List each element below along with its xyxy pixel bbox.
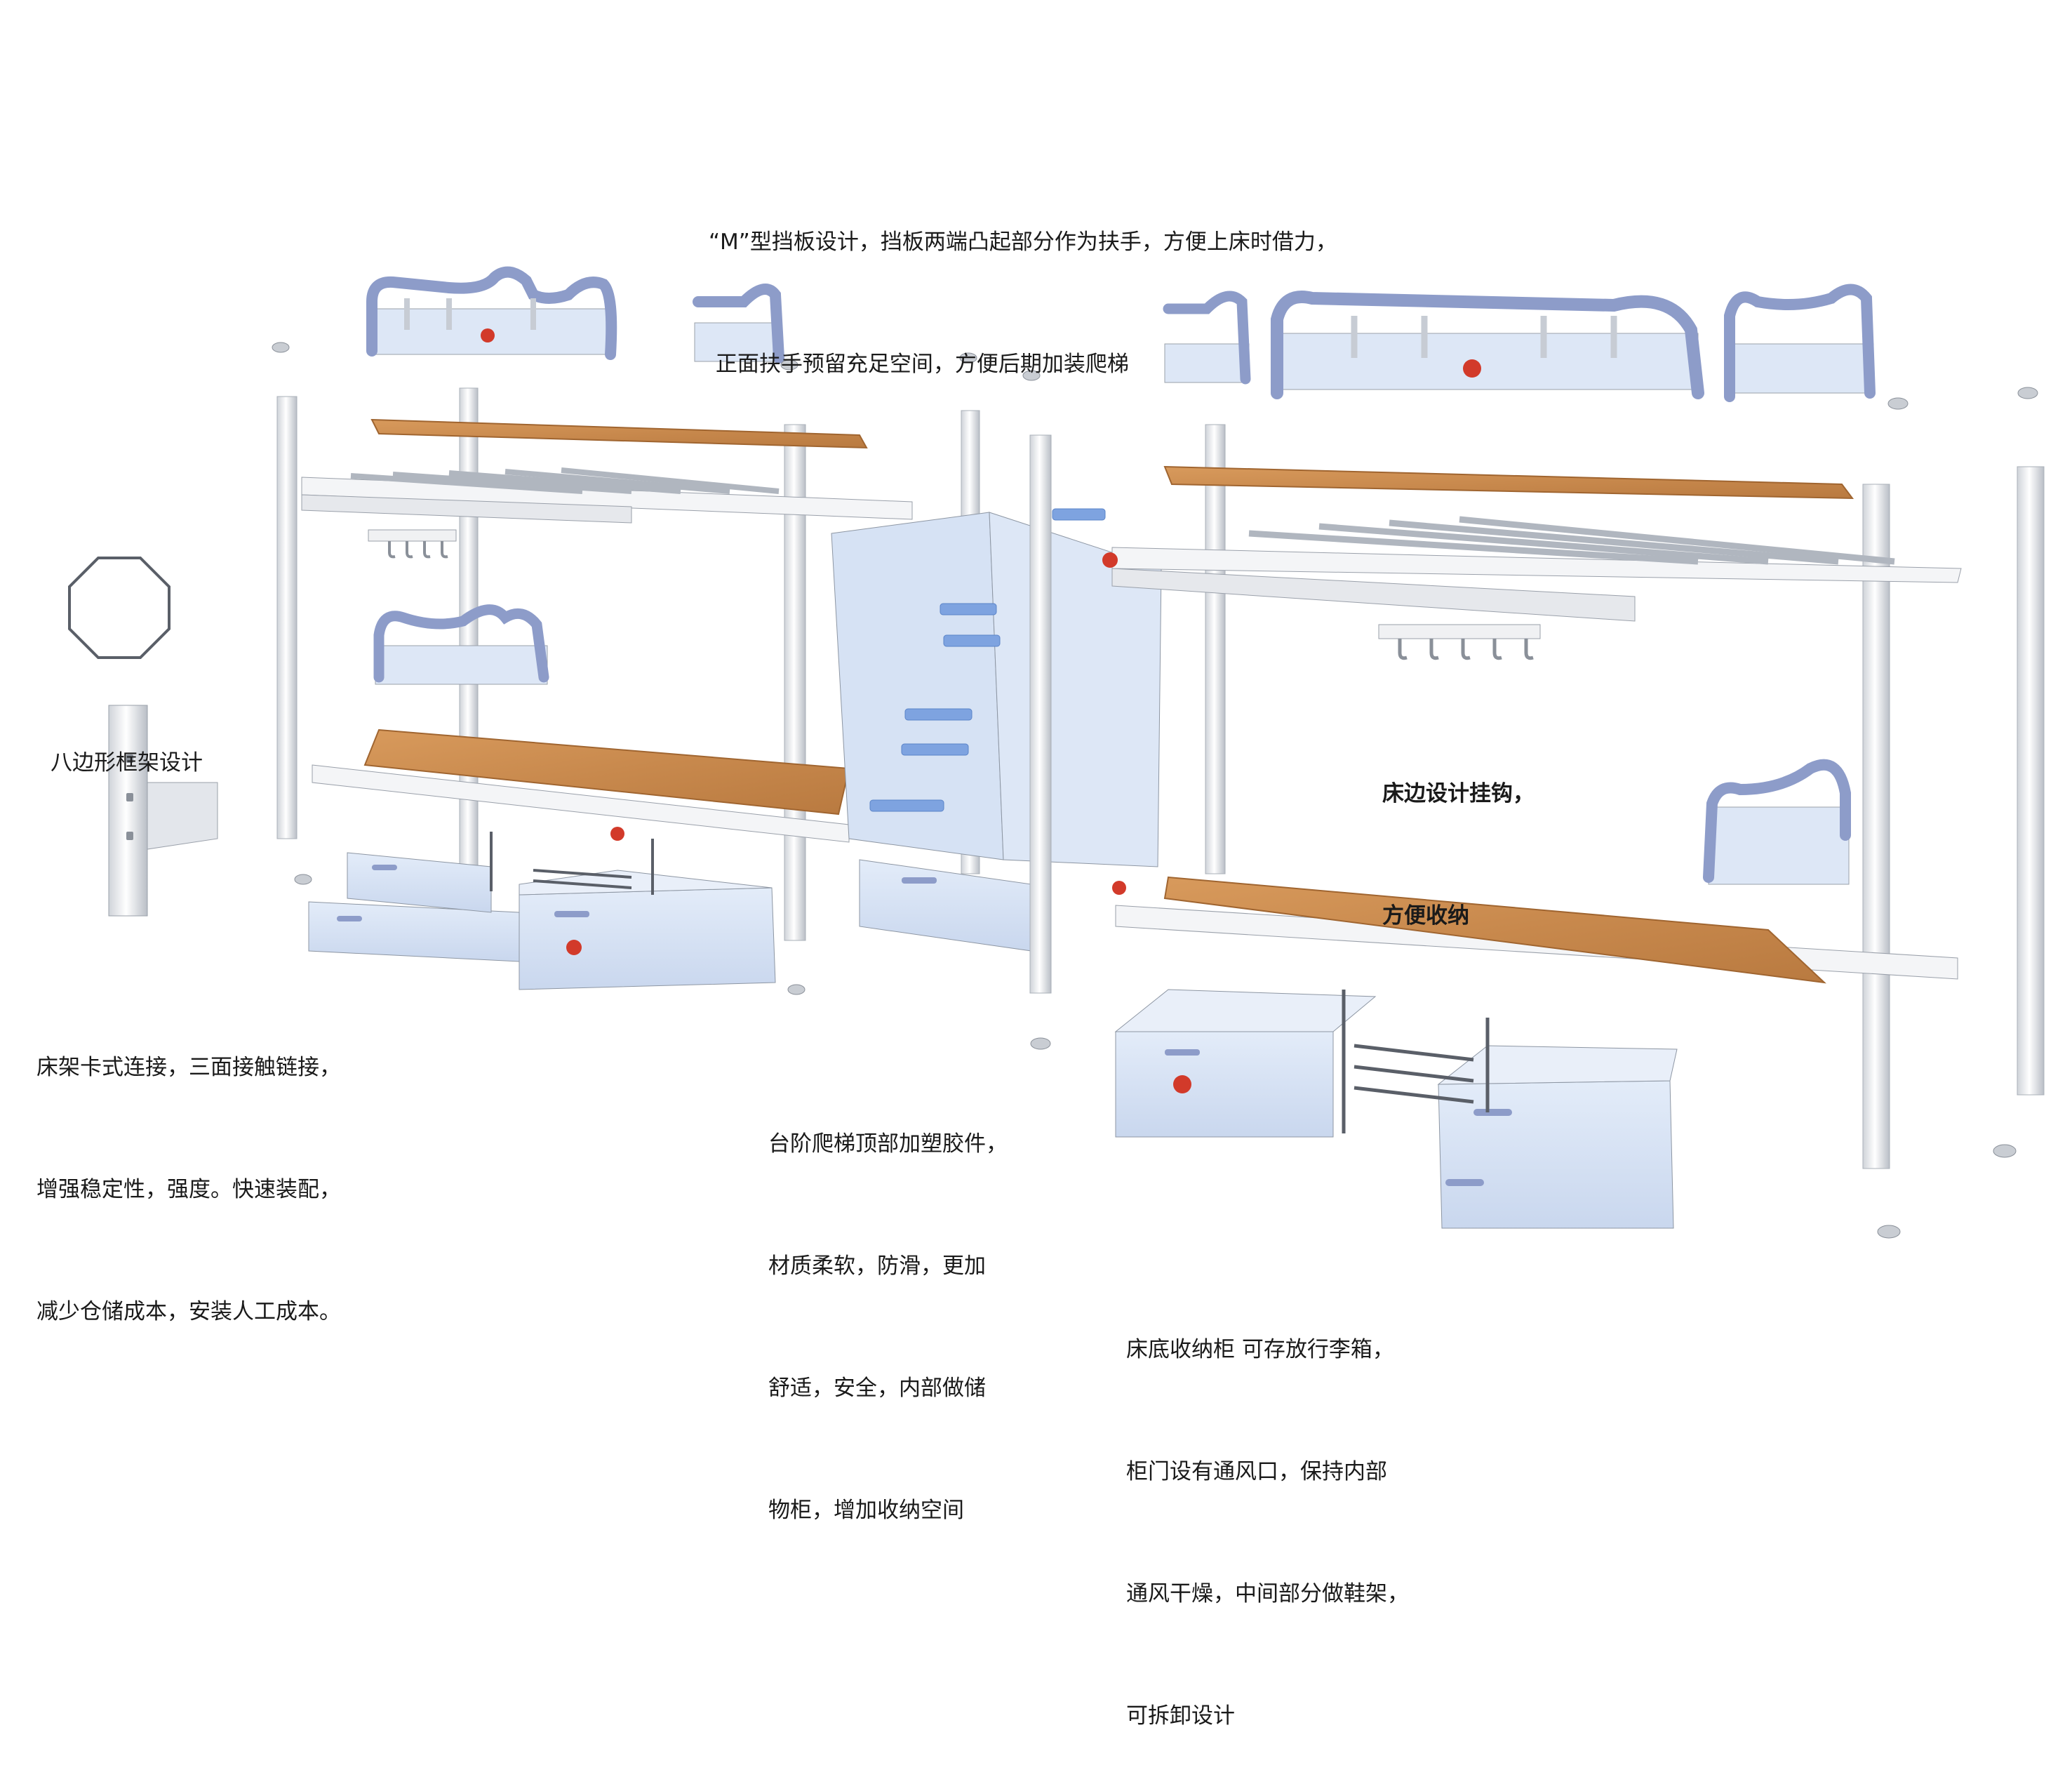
callout-frame-line1: 床架卡式连接，三面接触链接， bbox=[36, 1055, 341, 1080]
left-lower-guardrail bbox=[373, 604, 549, 685]
callout-top: “M”型挡板设计，挡板两端凸起部分作为扶手，方便上床时借力， 正面扶手预留充足空… bbox=[709, 140, 1337, 425]
right-cabinet-right bbox=[1437, 1045, 1678, 1229]
left-top-side-guardrail bbox=[693, 284, 784, 364]
left-cabinet-right bbox=[519, 870, 776, 990]
callout-stair-line4: 物柜，增加收纳空间 bbox=[768, 1498, 964, 1523]
callout-frame-line2: 增强稳定性，强度。快速装配， bbox=[36, 1177, 341, 1202]
callout-octagon: 八边形框架设计 bbox=[51, 661, 203, 824]
right-top-guardrail-main bbox=[1271, 291, 1704, 399]
callout-hook-line1: 床边设计挂钩， bbox=[1382, 781, 1535, 806]
callout-top-line1: “M”型挡板设计，挡板两端凸起部分作为扶手，方便上床时借力， bbox=[709, 229, 1337, 255]
callout-hook: 床边设计挂钩， 方便收纳 bbox=[1382, 692, 1535, 977]
callout-frame-line3: 减少仓储成本，安装人工成本。 bbox=[36, 1299, 341, 1324]
right-bed bbox=[1029, 284, 2045, 1229]
callout-cabinet-line1: 床底收纳柜 可存放行李箱， bbox=[1126, 1337, 1394, 1362]
callout-octagon-label: 八边形框架设计 bbox=[51, 750, 203, 776]
callout-cabinet-line4: 可拆卸设计 bbox=[1126, 1703, 1235, 1729]
octagon-icon bbox=[68, 557, 171, 659]
right-lower-guardrail bbox=[1703, 759, 1851, 885]
callout-cabinet: 床底收纳柜 可存放行李箱， 柜门设有通风口，保持内部 通风干燥，中间部分做鞋架，… bbox=[1126, 1248, 1409, 1777]
callout-cabinet-line3: 通风干燥，中间部分做鞋架， bbox=[1126, 1581, 1409, 1606]
callout-stair-line1: 台阶爬梯顶部加塑胶件， bbox=[768, 1131, 1008, 1157]
callout-hook-line2: 方便收纳 bbox=[1382, 903, 1469, 929]
floor-feet bbox=[272, 342, 2038, 1239]
exploded-bed-illustration bbox=[68, 266, 2045, 1239]
callout-stair-line3: 舒适，安全，内部做储 bbox=[768, 1376, 986, 1401]
callout-frame: 床架卡式连接，三面接触链接， 增强稳定性，强度。快速装配， 减少仓储成本，安装人… bbox=[36, 966, 341, 1373]
callout-stair-line2: 材质柔软，防滑，更加 bbox=[768, 1253, 986, 1279]
left-bed bbox=[276, 266, 980, 990]
left-cabinet-left bbox=[308, 852, 520, 962]
joint-detail bbox=[108, 705, 218, 917]
right-top-guardrail-left bbox=[1163, 291, 1251, 385]
callout-top-line2: 正面扶手预留充足空间，方便后期加装爬梯 bbox=[709, 352, 1129, 377]
right-top-guardrail-right bbox=[1724, 284, 1876, 402]
callout-cabinet-line2: 柜门设有通风口，保持内部 bbox=[1126, 1459, 1387, 1484]
left-top-guardrail bbox=[366, 266, 617, 360]
right-cabinet-left bbox=[1114, 989, 1377, 1138]
